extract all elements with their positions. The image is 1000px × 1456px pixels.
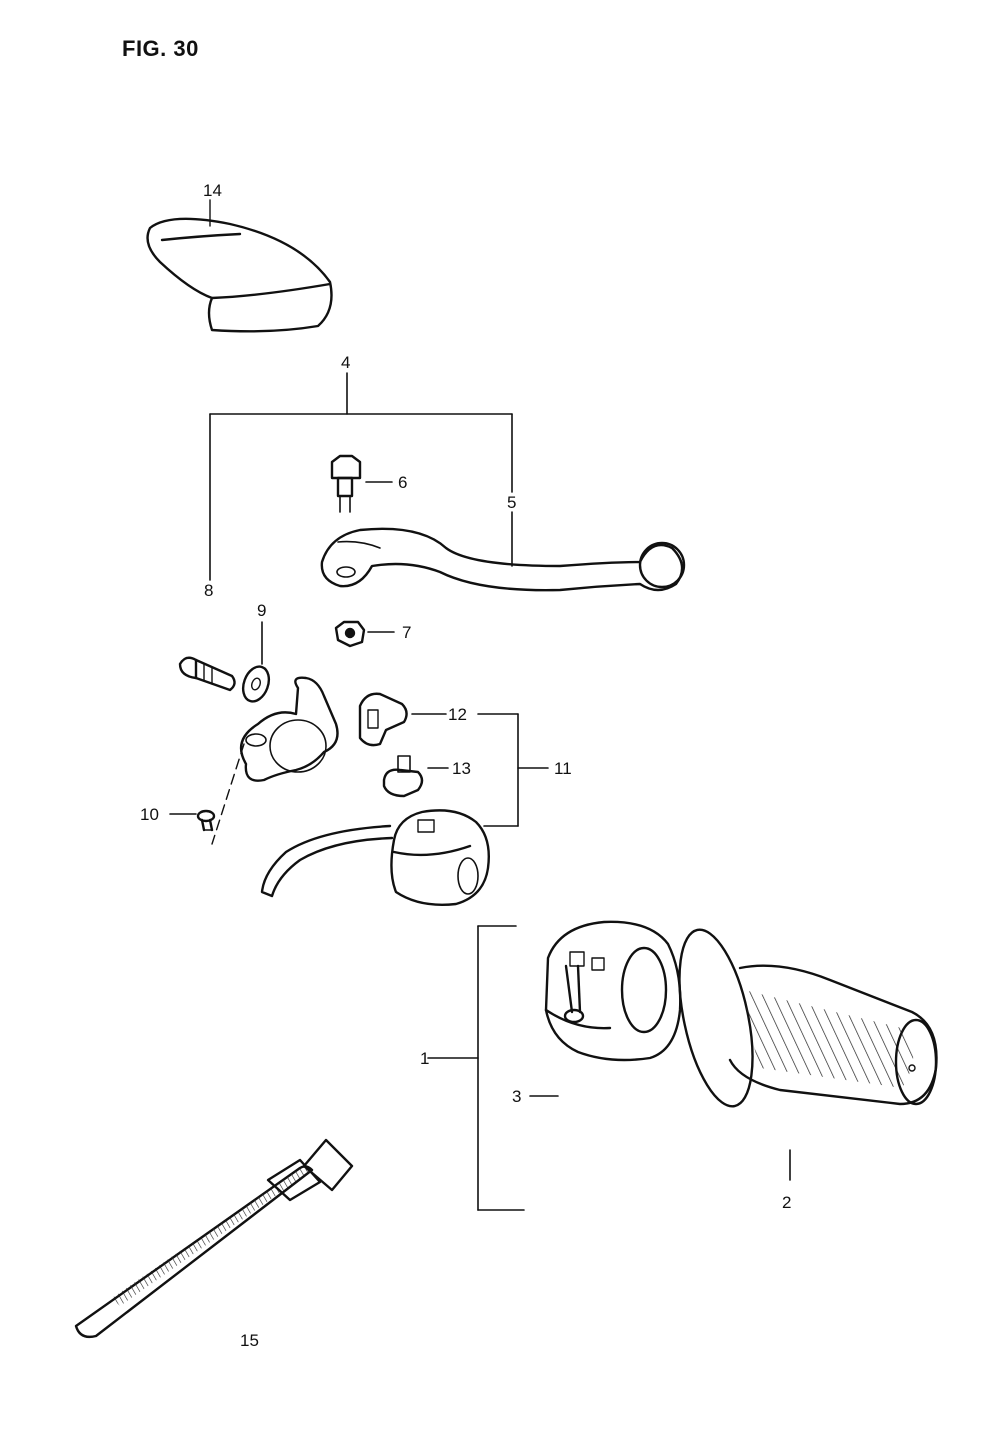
part-8-adjuster — [178, 656, 236, 692]
callout-10: 10 — [140, 805, 159, 824]
part-7-nut — [334, 620, 395, 648]
part-3-screw — [529, 964, 585, 1097]
part-13-switch-plate — [382, 755, 449, 798]
part-9-washer — [241, 621, 271, 703]
switch-assembly — [260, 809, 490, 906]
callout-labels: 14 4 6 5 8 9 7 12 13 11 10 1 3 2 15 — [140, 181, 791, 1350]
part-14-lever-cover — [146, 199, 333, 333]
callout-15: 15 — [240, 1331, 259, 1350]
callout-9: 9 — [257, 601, 266, 620]
bracket-11 — [477, 713, 549, 827]
callout-11: 11 — [554, 759, 572, 778]
callout-8: 8 — [204, 581, 213, 600]
part-10-screw — [169, 809, 216, 832]
part-6-pivot-bolt — [330, 454, 393, 513]
part-5-lever — [320, 527, 686, 592]
part-2-grip — [678, 928, 938, 1181]
callout-4: 4 — [341, 353, 350, 372]
bracket-1 — [427, 925, 525, 1211]
part-12-switch-part — [358, 692, 447, 747]
callout-3: 3 — [512, 1087, 521, 1106]
lever-holder — [211, 676, 339, 845]
part-15-cable-tie — [74, 1138, 354, 1339]
callout-1: 1 — [420, 1049, 429, 1068]
callout-2: 2 — [782, 1193, 791, 1212]
throttle-housing — [544, 920, 682, 1062]
callout-6: 6 — [398, 473, 407, 492]
callout-14: 14 — [203, 181, 222, 200]
callout-12: 12 — [448, 705, 467, 724]
bracket-4 — [209, 372, 513, 581]
callout-13: 13 — [452, 759, 471, 778]
callout-7: 7 — [402, 623, 411, 642]
figure-title: FIG. 30 — [122, 36, 199, 61]
callout-5: 5 — [507, 493, 516, 512]
